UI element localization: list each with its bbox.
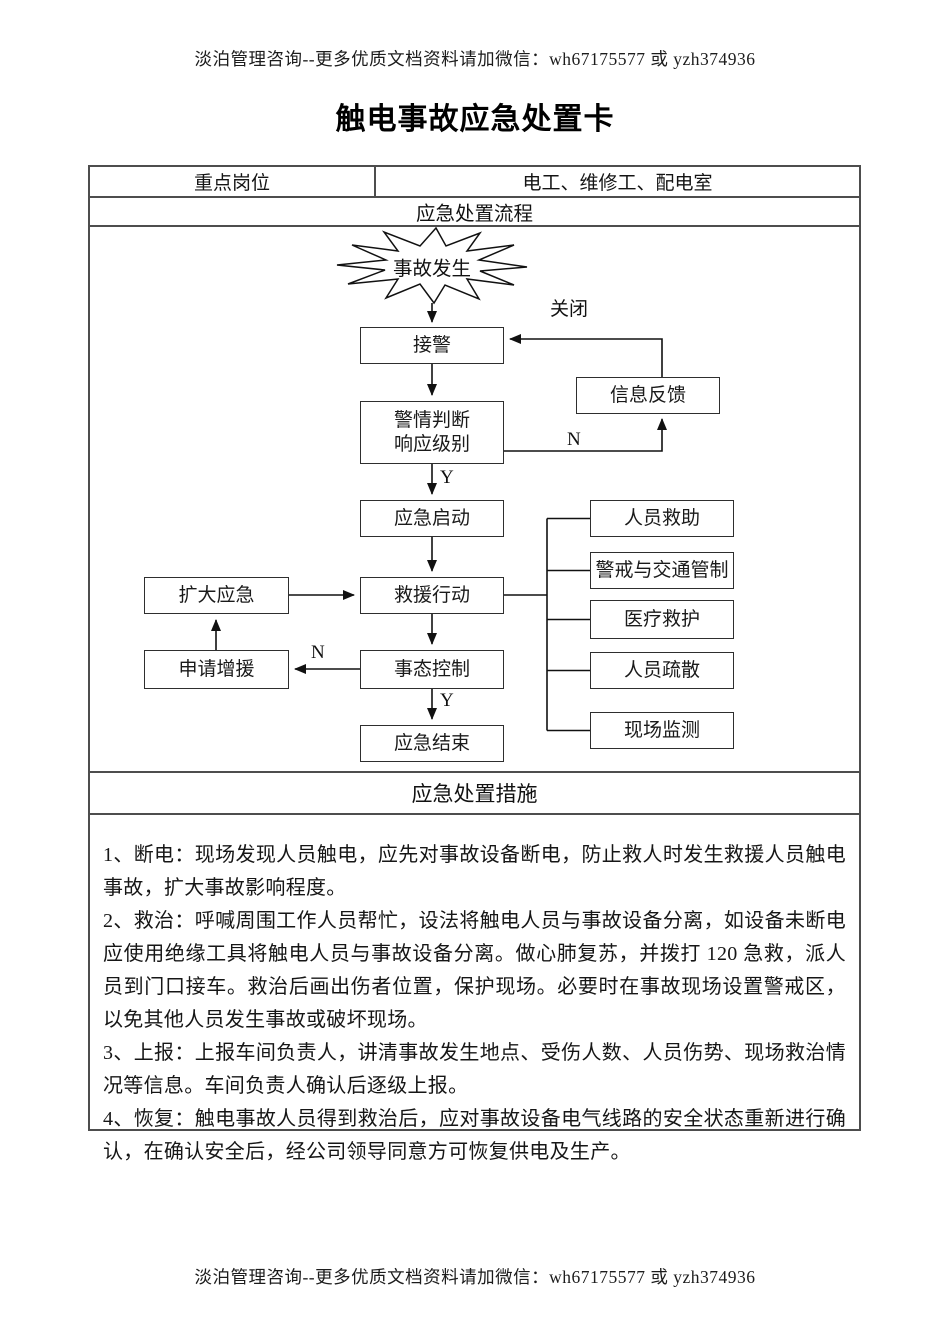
measures-text-block: 1、断电：现场发现人员触电，应先对事故设备断电，防止救人时发生救援人员触电事故，… [90, 815, 859, 1163]
measures-section-title: 应急处置措施 [90, 773, 859, 815]
flow-node-emergency-end: 应急结束 [360, 725, 504, 762]
measure-paragraph: 2、救治：呼喊周围工作人员帮忙，设法将触电人员与事故设备分离，如设备未断电应使用… [103, 910, 846, 1031]
row-key-post: 重点岗位 电工、维修工、配电室 [90, 167, 859, 198]
flow-label-close: 关闭 [550, 299, 589, 320]
header-promo-text: 淡泊管理咨询--更多优质文档资料请加微信：wh67175577 或 yzh374… [194, 49, 756, 69]
flow-section-title: 应急处置流程 [90, 198, 859, 227]
key-post-value-cell: 电工、维修工、配电室 [522, 173, 713, 194]
flow-node-accident-start: 事故发生 [392, 258, 471, 280]
flowchart-section: 事故发生 接警 信息反馈 警情判断 响应级别 应急启动 救援行动 事态控制 应急… [90, 227, 859, 773]
flow-node-evacuation: 人员疏散 [590, 652, 734, 689]
flow-node-medical-rescue: 医疗救护 [590, 600, 734, 639]
flow-label-y-judge: Y [440, 467, 454, 488]
flow-node-traffic-control: 警戒与交通管制 [590, 552, 734, 589]
footer-promo-text: 淡泊管理咨询--更多优质文档资料请加微信：wh67175577 或 yzh374… [194, 1267, 756, 1287]
flow-node-expand-emergency: 扩大应急 [144, 577, 289, 614]
flow-node-personnel-rescue: 人员救助 [590, 500, 734, 537]
flowchart-connectors [211, 227, 667, 732]
flow-node-receive-alarm: 接警 [360, 327, 504, 364]
flowchart-canvas: 事故发生 接警 信息反馈 警情判断 响应级别 应急启动 救援行动 事态控制 应急… [90, 227, 859, 771]
page-title: 触电事故应急处置卡 [335, 103, 615, 136]
flow-node-emergency-start: 应急启动 [360, 500, 504, 537]
flow-label-n-feedback: N [567, 429, 581, 450]
measure-paragraph: 4、恢复：触电事故人员得到救治后，应对事故设备电气线路的安全状态重新进行确认，在… [103, 1108, 846, 1163]
flow-node-info-feedback: 信息反馈 [576, 377, 720, 414]
flow-node-site-monitoring: 现场监测 [590, 712, 734, 749]
key-post-label-cell: 重点岗位 [90, 167, 376, 196]
flow-label-n-control: N [311, 642, 325, 663]
explosion-shape [336, 227, 528, 305]
flow-node-alarm-judgement: 警情判断 响应级别 [360, 401, 504, 464]
measure-paragraph: 1、断电：现场发现人员触电，应先对事故设备断电，防止救人时发生救援人员触电事故，… [103, 844, 846, 899]
flow-node-rescue-action: 救援行动 [360, 577, 504, 614]
flow-node-request-reinforcement: 申请增援 [144, 650, 289, 689]
flow-label-y-control: Y [440, 690, 454, 711]
document-table: 重点岗位 电工、维修工、配电室 应急处置流程 [88, 165, 861, 1163]
flow-node-situation-control: 事态控制 [360, 650, 504, 689]
measure-paragraph: 3、上报：上报车间负责人，讲清事故发生地点、受伤人数、人员伤势、现场救治情况等信… [103, 1042, 846, 1097]
